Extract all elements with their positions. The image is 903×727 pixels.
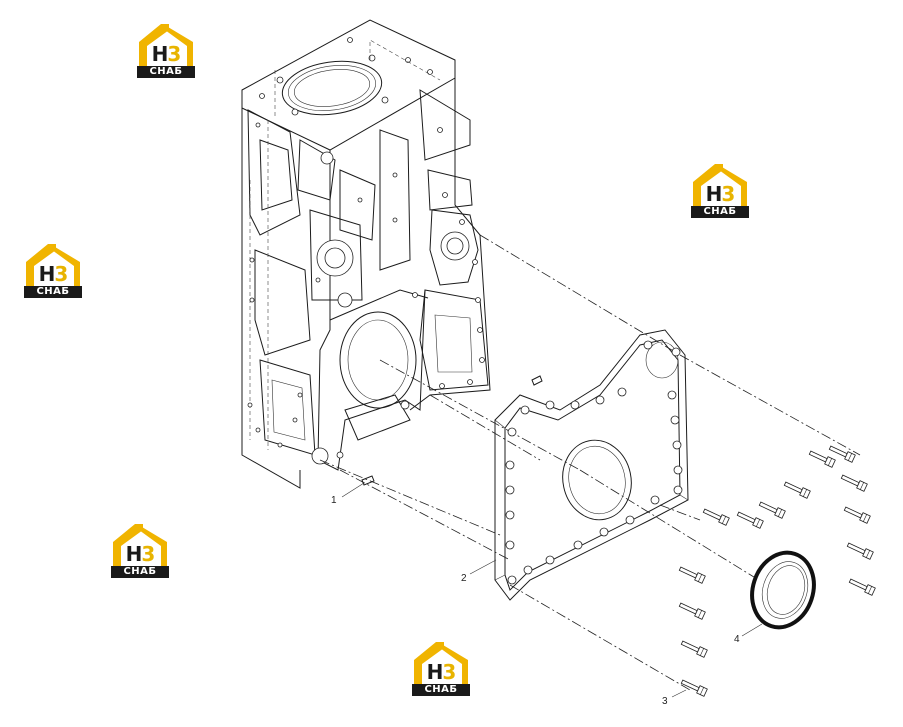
logo-h: H (38, 262, 56, 286)
logo-h: H (125, 542, 143, 566)
flange-bolt (840, 474, 868, 492)
watermark-logo: H3 CHAБ (109, 522, 171, 580)
logo-brand: CHAБ (424, 684, 458, 695)
flange-bolt (702, 508, 730, 526)
house-logo-icon (111, 524, 169, 578)
callout-leaders (341, 482, 763, 698)
alignment-lines (319, 234, 861, 691)
flange-bolt (848, 578, 876, 596)
crankshaft-seal (750, 550, 816, 630)
timing-cover-plate (494, 329, 689, 601)
logo-h: H (426, 660, 444, 684)
house-logo-icon (691, 164, 749, 218)
flange-bolt (678, 602, 706, 620)
flange-bolt (680, 640, 708, 658)
logo-h: H (705, 182, 723, 206)
logo-brand: CHAБ (149, 66, 183, 77)
flange-bolt (843, 506, 871, 524)
flange-bolt (680, 679, 708, 697)
logo-brand: CHAБ (36, 286, 70, 297)
watermark-logo: H3 CHAБ (135, 22, 197, 80)
house-logo-icon (24, 244, 82, 298)
house-logo-icon (137, 24, 195, 78)
logo-digit: 3 (442, 660, 456, 684)
flange-bolt (808, 450, 836, 468)
callout-2: 2 (461, 573, 467, 584)
flange-bolt (828, 445, 856, 463)
logo-h: H (151, 42, 169, 66)
engine-block (241, 19, 491, 489)
callout-1: 1 (331, 495, 337, 506)
watermark-logo: H3 CHAБ (410, 640, 472, 698)
flange-bolt (783, 481, 811, 499)
logo-digit: 3 (167, 42, 181, 66)
flange-bolt (846, 542, 874, 560)
logo-digit: 3 (721, 182, 735, 206)
logo-digit: 3 (141, 542, 155, 566)
logo-brand: CHAБ (703, 206, 737, 217)
watermark-logo: H3 CHAБ (22, 242, 84, 300)
logo-brand: CHAБ (123, 566, 157, 577)
flange-bolt (678, 566, 706, 584)
house-logo-icon (412, 642, 470, 696)
flange-bolt-set (678, 445, 876, 697)
flange-bolt (758, 501, 786, 519)
logo-digit: 3 (54, 262, 68, 286)
callout-3: 3 (662, 696, 668, 707)
flange-bolt (736, 511, 764, 529)
callout-4: 4 (734, 634, 740, 645)
watermark-logo: H3 CHAБ (689, 162, 751, 220)
